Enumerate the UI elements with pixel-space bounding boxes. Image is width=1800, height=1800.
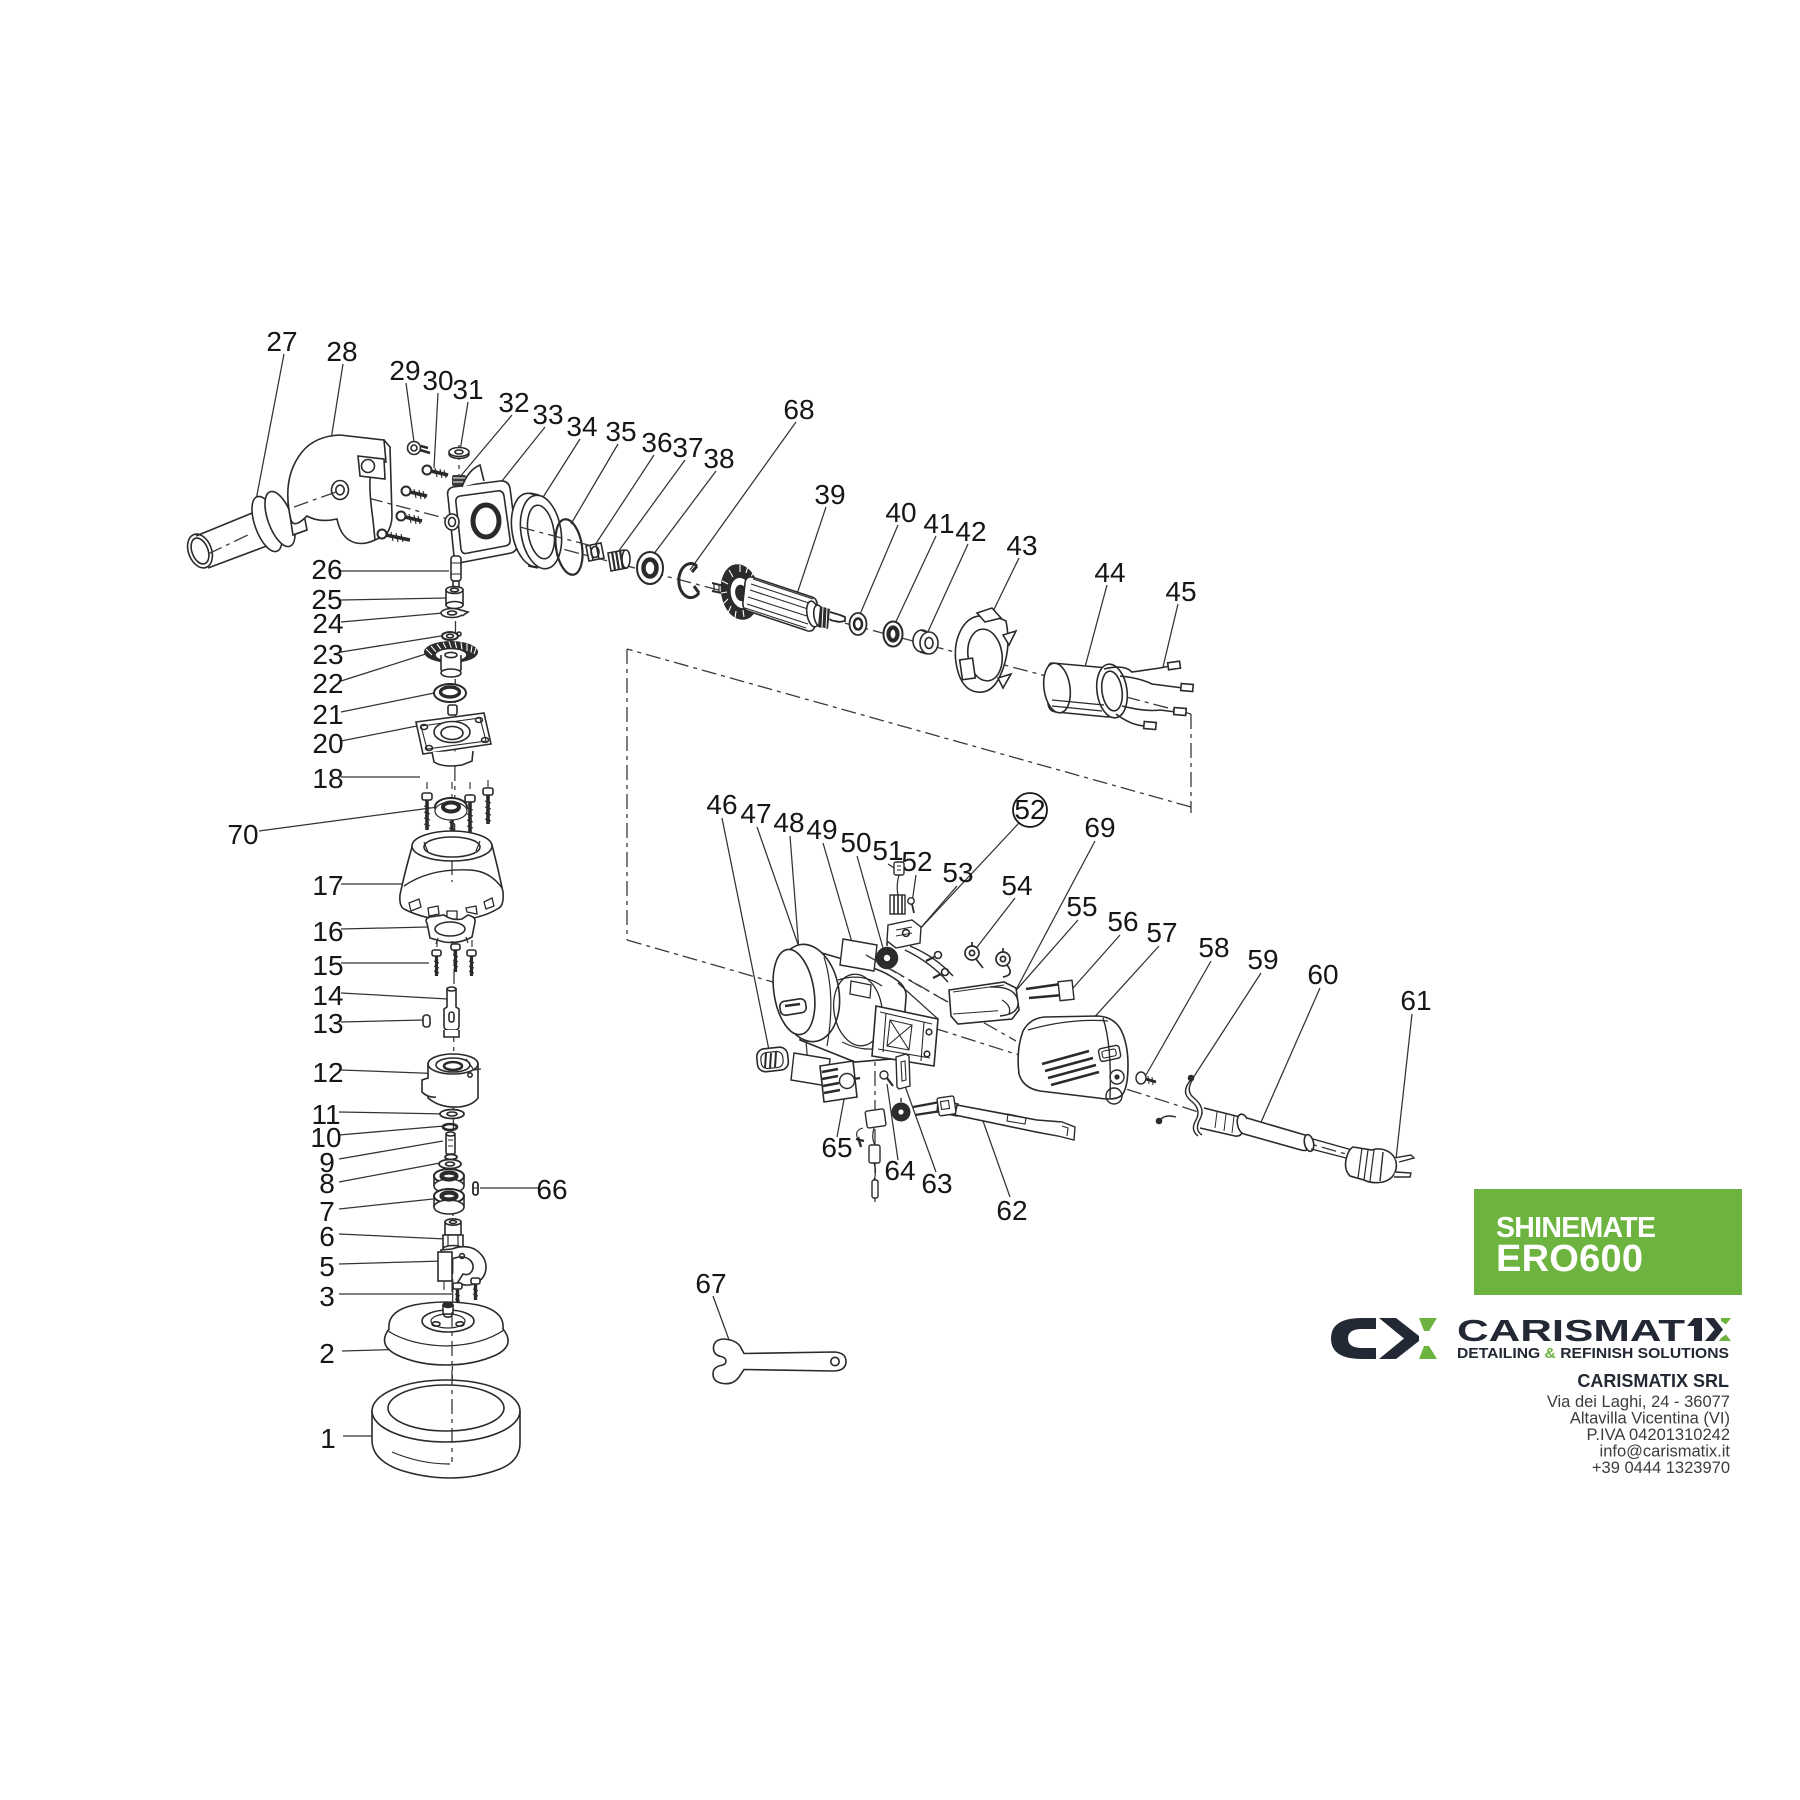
svg-text:6: 6 (319, 1221, 335, 1252)
svg-text:23: 23 (312, 639, 343, 670)
svg-text:22: 22 (312, 668, 343, 699)
svg-text:45: 45 (1165, 576, 1196, 607)
svg-text:46: 46 (706, 789, 737, 820)
svg-text:18: 18 (312, 763, 343, 794)
svg-text:70: 70 (227, 819, 258, 850)
svg-text:16: 16 (312, 916, 343, 947)
svg-text:32: 32 (498, 387, 529, 418)
svg-text:63: 63 (921, 1168, 952, 1199)
svg-text:CARISMATIX SRL: CARISMATIX SRL (1577, 1371, 1729, 1391)
svg-text:31: 31 (452, 374, 483, 405)
svg-text:29: 29 (389, 355, 420, 386)
svg-text:Altavilla Vicentina (VI): Altavilla Vicentina (VI) (1570, 1410, 1730, 1428)
svg-text:25: 25 (311, 584, 342, 615)
svg-text:60: 60 (1307, 959, 1338, 990)
svg-text:64: 64 (884, 1155, 915, 1186)
svg-text:52: 52 (901, 846, 932, 877)
svg-text:38: 38 (703, 443, 734, 474)
svg-text:59: 59 (1247, 944, 1278, 975)
svg-text:37: 37 (672, 432, 703, 463)
svg-text:44: 44 (1094, 557, 1125, 588)
svg-text:43: 43 (1006, 530, 1037, 561)
svg-text:56: 56 (1107, 906, 1138, 937)
svg-text:14: 14 (312, 980, 343, 1011)
svg-text:54: 54 (1001, 870, 1032, 901)
svg-text:27: 27 (266, 326, 297, 357)
svg-text:53: 53 (942, 857, 973, 888)
svg-text:68: 68 (783, 394, 814, 425)
svg-text:69: 69 (1084, 812, 1115, 843)
svg-text:Via dei Laghi, 24 - 36077: Via dei Laghi, 24 - 36077 (1547, 1393, 1730, 1411)
svg-text:3: 3 (319, 1281, 335, 1312)
svg-text:34: 34 (566, 411, 597, 442)
svg-text:+39 0444 1323970: +39 0444 1323970 (1592, 1459, 1730, 1477)
svg-text:41: 41 (923, 508, 954, 539)
svg-text:49: 49 (806, 814, 837, 845)
svg-text:33: 33 (532, 399, 563, 430)
svg-text:15: 15 (312, 950, 343, 981)
svg-text:61: 61 (1400, 985, 1431, 1016)
svg-text:62: 62 (996, 1195, 1027, 1226)
svg-text:5: 5 (319, 1251, 335, 1282)
svg-text:7: 7 (319, 1196, 335, 1227)
svg-text:55: 55 (1066, 891, 1097, 922)
svg-text:26: 26 (311, 554, 342, 585)
svg-text:17: 17 (312, 870, 343, 901)
svg-text:ERO600: ERO600 (1496, 1238, 1643, 1280)
svg-text:42: 42 (955, 516, 986, 547)
svg-text:CARISMAT: CARISMAT (1457, 1313, 1685, 1348)
svg-text:12: 12 (312, 1057, 343, 1088)
svg-text:1: 1 (320, 1423, 336, 1454)
svg-text:28: 28 (326, 336, 357, 367)
svg-text:24: 24 (312, 608, 343, 639)
svg-text:2: 2 (319, 1338, 335, 1369)
svg-text:30: 30 (422, 365, 453, 396)
svg-text:35: 35 (605, 416, 636, 447)
svg-text:48: 48 (773, 807, 804, 838)
svg-text:66: 66 (536, 1174, 567, 1205)
svg-text:58: 58 (1198, 932, 1229, 963)
svg-text:info@carismatix.it: info@carismatix.it (1600, 1443, 1731, 1461)
svg-text:65: 65 (821, 1132, 852, 1163)
svg-text:9: 9 (319, 1147, 335, 1178)
svg-text:51: 51 (872, 835, 903, 866)
svg-text:57: 57 (1146, 917, 1177, 948)
svg-text:13: 13 (312, 1008, 343, 1039)
svg-text:67: 67 (695, 1268, 726, 1299)
svg-text:36: 36 (641, 427, 672, 458)
svg-text:10: 10 (310, 1122, 341, 1153)
svg-text:20: 20 (312, 728, 343, 759)
svg-text:DETAILING & REFINISH SOLUTIONS: DETAILING & REFINISH SOLUTIONS (1457, 1345, 1729, 1362)
svg-text:39: 39 (814, 479, 845, 510)
svg-text:P.IVA 04201310242: P.IVA 04201310242 (1587, 1426, 1730, 1444)
svg-text:47: 47 (740, 798, 771, 829)
svg-text:40: 40 (885, 497, 916, 528)
svg-text:SHINEMATE: SHINEMATE (1496, 1212, 1656, 1244)
svg-text:8: 8 (319, 1168, 335, 1199)
svg-text:11: 11 (311, 1099, 340, 1130)
svg-text:52: 52 (1014, 794, 1045, 825)
svg-text:21: 21 (312, 699, 343, 730)
svg-text:50: 50 (840, 827, 871, 858)
